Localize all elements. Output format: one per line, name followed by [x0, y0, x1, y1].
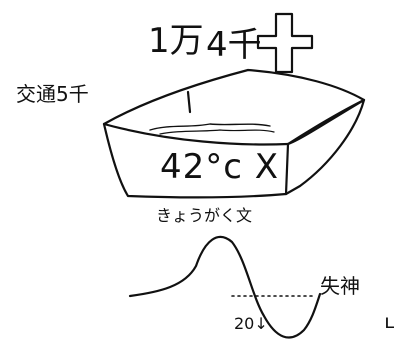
shisshin-label: 失神 [320, 274, 360, 298]
cross-icon [256, 12, 314, 74]
edge-mark: ㄴ [382, 312, 394, 337]
price-label-man: 1万 [148, 21, 204, 61]
wave-curve [128, 235, 322, 339]
kyougaku-label: きょうがく文 [156, 206, 253, 225]
tub-drawing [102, 68, 366, 199]
price-label-sen: 4千 [206, 25, 262, 65]
transport-cost-label: 交通5千 [16, 82, 89, 106]
temperature-label: 42°c X [160, 147, 280, 187]
twenty-label: 20↓ [234, 314, 268, 333]
